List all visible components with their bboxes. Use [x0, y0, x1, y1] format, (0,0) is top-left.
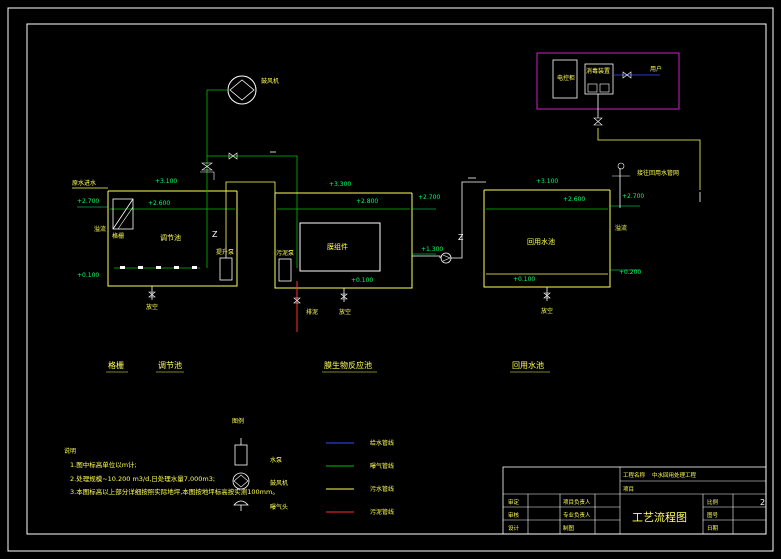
project-label: 工程名称	[623, 471, 646, 479]
equipment-legend: 图例 水泵 鼓风机 曝气头	[232, 417, 288, 511]
date-label: 日期	[707, 525, 719, 532]
note-2: 2.处理规模~10.200 m3/d,日处理水量7,000m3;	[70, 474, 215, 483]
legend-line-water-label: 给水管线	[370, 439, 394, 447]
regulating-inner-label: 调节池	[160, 233, 181, 242]
supply-gauge-icon	[617, 162, 625, 170]
reuse-side-level: +2.700	[622, 193, 644, 200]
membrane-label: 膜组件	[327, 242, 348, 251]
notes-heading: 说明	[64, 447, 76, 455]
reuse-drain-label: 放空	[541, 307, 553, 315]
legend-line-sludge-label: 污泥管线	[370, 508, 394, 516]
check-valve-icon[interactable]: Z	[212, 230, 218, 239]
reuse-overflow-label: 溢流	[615, 224, 627, 232]
disinfection-label: 消毒装置	[586, 67, 610, 75]
mbr-drain-valve-icon[interactable]	[340, 293, 348, 300]
grille-label: 格栅	[112, 232, 124, 240]
user-label: 用户	[650, 65, 662, 73]
disinfection-valve-icon[interactable]	[593, 117, 603, 126]
note-3: 3.本图标高以上部分详细按照实际地坪,本图按地坪标高按实测100mm。	[70, 487, 279, 496]
line-legend: 给水管线 曝气管线 污水管线 污泥管线	[326, 439, 394, 516]
mbr-mid-level: +2.800	[356, 198, 378, 205]
row-label-3: 设计	[508, 524, 520, 532]
stage-label-reuse: 回用水池	[512, 360, 544, 370]
project-name: 中水回用处理工程	[652, 471, 697, 479]
legend-pump-label: 水泵	[270, 456, 282, 464]
air-valve-icon[interactable]	[201, 162, 213, 171]
air-main-line	[206, 89, 228, 268]
legend-line-air-label: 曝气管线	[370, 462, 394, 470]
reuse-lower-level: +0.200	[619, 269, 641, 276]
check-valve-2-icon[interactable]: Z	[458, 233, 464, 242]
regulating-side-level: +2.700	[77, 198, 99, 205]
note-1: 1.图中标高单位以m计;	[70, 460, 137, 469]
stage-labels: 格栅 调节池 膜生物反应池 回用水池	[106, 360, 550, 373]
regulating-drain-valve-icon[interactable]	[148, 291, 156, 298]
drawing-title: 工艺流程图	[632, 510, 687, 524]
title-block: 工程名称 中水回用处理工程 项目 审定 审核 设计 项目负责人 专业负责人 制图…	[502, 466, 767, 535]
page-number: 2	[760, 498, 765, 507]
user-valve-icon[interactable]	[622, 71, 632, 79]
outer-border	[7, 7, 774, 552]
mbr-bottom-level: +0.100	[351, 277, 373, 284]
scale-label: 比例	[707, 498, 719, 506]
role-3: 制图	[563, 524, 575, 532]
blower-icon[interactable]	[227, 75, 257, 105]
grille-icon	[112, 198, 134, 230]
regulating-tank[interactable]: 调节池 格栅 +3.100 +2.700 +2.600 +0.100 原水进水 …	[72, 178, 238, 311]
supply-label: 接往回用水管网	[637, 169, 679, 177]
aeration-diffuser-icon	[120, 266, 197, 269]
control-cabinet-label: 电控柜	[557, 74, 575, 82]
sludge-out-label: 排泥	[306, 308, 318, 316]
mbr-top-level: +3.300	[329, 181, 351, 188]
row-label-2: 审核	[508, 511, 520, 519]
stage-label-regulating: 调节池	[158, 360, 182, 370]
legend-diffuser-icon	[233, 500, 249, 511]
mbr-side-level1: +2.700	[418, 194, 440, 201]
raw-inlet-label: 原水进水	[72, 179, 96, 187]
regulating-top-level: +3.100	[155, 178, 177, 185]
control-cabinet[interactable]: 电控柜 消毒装置 用户	[536, 52, 680, 118]
legend-diffuser-label: 曝气头	[270, 503, 288, 511]
legend-blower-icon	[232, 472, 250, 490]
regulating-overflow-label: 溢流	[94, 225, 106, 233]
stage-label-mbr: 膜生物反应池	[324, 360, 372, 370]
sludge-valve-icon[interactable]	[293, 297, 301, 304]
permeate-pump-icon[interactable]	[440, 252, 452, 264]
lift-pump-icon	[219, 246, 233, 281]
item-label: 项目	[623, 486, 634, 493]
reuse-top-level: +3.100	[536, 178, 558, 185]
legend-blower-label: 鼓风机	[270, 479, 288, 487]
regulating-bottom-level: +0.100	[77, 272, 99, 279]
reuse-bottom-level: +0.100	[513, 276, 535, 283]
reuse-mid-level: +2.600	[563, 196, 585, 203]
role-1: 项目负责人	[563, 498, 591, 506]
lift-pump-label: 提升泵	[216, 248, 234, 256]
regulating-drain-label: 放空	[146, 303, 158, 311]
membrane-module[interactable]	[299, 222, 381, 272]
stage-label-grille: 格栅	[108, 360, 124, 370]
legend-line-sewage-label: 污水管线	[370, 485, 394, 493]
notes: 说明 1.图中标高单位以m计; 2.处理规模~10.200 m3/d,日处理水量…	[64, 447, 279, 496]
role-2: 专业负责人	[563, 511, 591, 519]
blower-label: 鼓风机	[261, 77, 279, 85]
mbr-side-level2: +1.300	[421, 246, 443, 253]
row-label-1: 审定	[508, 498, 520, 506]
sludge-pump-label: 污泥泵	[276, 249, 294, 257]
mbr-tank[interactable]: 膜组件 污泥泵 +3.300 +2.800 +2.700 +1.300 +0.1…	[274, 181, 443, 316]
equipment-legend-heading: 图例	[232, 417, 244, 425]
sludge-pump-icon	[278, 258, 292, 282]
air-branch-valve-icon[interactable]	[228, 152, 238, 160]
mbr-drain-label: 放空	[339, 308, 351, 316]
drawing-no-label: 图号	[707, 511, 719, 519]
regulating-mid-level: +2.600	[148, 200, 170, 207]
reuse-drain-valve-icon[interactable]	[543, 292, 551, 299]
inner-border	[26, 23, 767, 535]
legend-pump-icon	[234, 438, 248, 466]
reuse-inner-label: 回用水池	[527, 237, 555, 246]
